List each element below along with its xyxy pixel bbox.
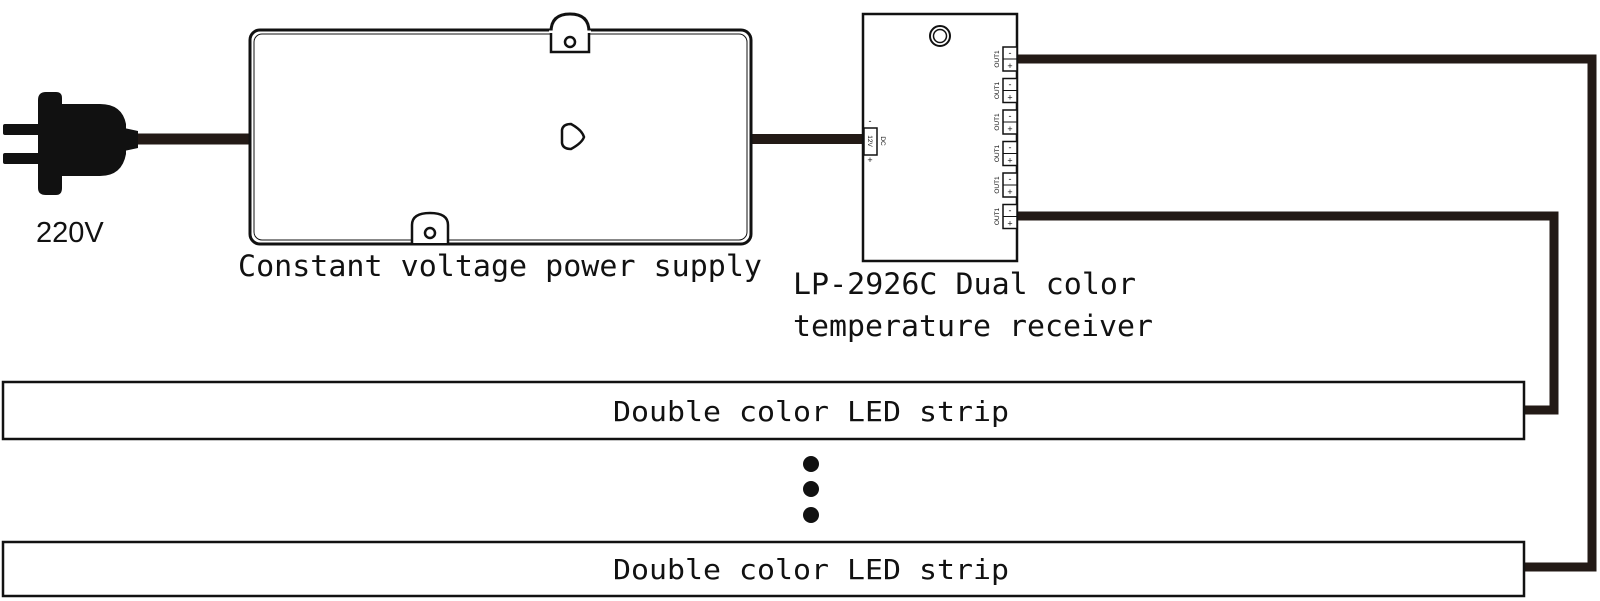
output-minus-sign: - [1009,174,1012,184]
continuation-dots-icon [803,456,819,523]
output-cable-lower-strip [1017,54,1597,572]
plug-icon [38,92,126,195]
output-label: OUT1 [994,113,1001,131]
output-minus-sign: - [1009,80,1012,90]
output-minus-sign: - [1009,48,1012,58]
plug-strain-relief [124,128,138,151]
power-plug: 220V [3,92,138,249]
receiver: - + 12V DC - + OUT1 - + OUT1 [793,12,1153,343]
output-terminal[interactable]: - + OUT1 [994,172,1018,198]
power-supply: Constant voltage power supply [238,12,762,283]
output-cable-upper-strip [1017,211,1559,415]
led-strip-body [1,380,1526,441]
receiver-label-line2: temperature receiver [793,309,1153,343]
receiver-label-line1: LP-2926C Dual color [793,267,1136,301]
output-minus-sign: - [1009,206,1012,216]
output-terminal[interactable]: - + OUT1 [994,77,1018,104]
output-minus-sign: - [1009,143,1012,153]
mounting-hole-top-icon [549,12,591,54]
input-minus-sign: - [869,116,872,126]
output-label: OUT1 [994,144,1001,162]
input-plus-sign: + [867,155,872,165]
output-label: OUT1 [994,207,1001,225]
output-terminal[interactable]: - + OUT1 [994,46,1018,72]
input-voltage-label: 12V [866,135,873,147]
output-label: OUT1 [994,176,1001,194]
receiver-input-terminal[interactable]: - + 12V DC [863,116,886,165]
wires [128,54,1597,572]
led-strip-label: Double color LED strip [613,553,1009,586]
output-plus-sign: + [1007,61,1012,71]
led-strip-body [1,540,1526,598]
output-plus-sign: + [1007,187,1012,197]
output-plus-sign: + [1007,124,1012,134]
input-dc-label: DC [879,136,886,146]
output-label: OUT1 [994,50,1001,68]
led-strip: Double color LED strip [1,380,1526,441]
output-terminal[interactable]: - + OUT1 [994,140,1018,167]
voltage-label: 220V [36,217,104,249]
plug-prong-bottom [3,153,41,164]
output-plus-sign: + [1007,219,1012,229]
output-plus-sign: + [1007,156,1012,166]
receiver-button-icon [929,25,951,47]
output-terminal[interactable]: - + OUT1 [994,203,1018,230]
output-terminal[interactable]: - + OUT1 [994,109,1018,135]
led-strip-label: Double color LED strip [613,395,1009,428]
power-supply-inner-outline [253,33,748,241]
output-plus-sign: + [1007,93,1012,103]
output-minus-sign: - [1009,111,1012,121]
receiver-body [861,12,1019,263]
indicator-led-icon [560,122,586,151]
power-supply-body [248,28,753,246]
plug-prong-top [3,124,41,135]
output-label: OUT1 [994,81,1001,99]
power-supply-label: Constant voltage power supply [238,249,762,283]
receiver-output-terminals: - + OUT1 - + OUT1 - + OUT1 - [994,46,1018,230]
mounting-hole-bottom-icon [410,211,450,243]
led-strip: Double color LED strip [1,540,1526,598]
